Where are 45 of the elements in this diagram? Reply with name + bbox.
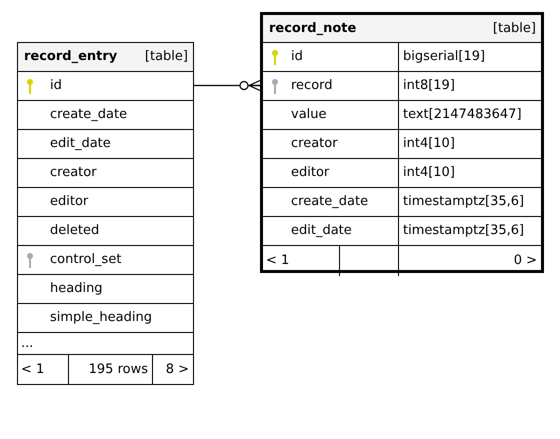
row-count-text: < 1 (21, 362, 44, 378)
table-row (263, 187, 541, 216)
table-row (263, 216, 541, 245)
column-name: creator (291, 136, 338, 152)
column-name: record (291, 78, 333, 94)
column-type: int8[19] (403, 78, 455, 94)
table-type-label: [table] (492, 20, 536, 36)
column-name: control_set (50, 252, 122, 268)
relationship-connector (194, 80, 261, 92)
table-name: record_entry (24, 49, 118, 65)
row-count-text: 8 > (166, 362, 189, 378)
table-box (260, 12, 544, 273)
table-row (263, 158, 541, 187)
table-type-label: [table] (144, 49, 188, 65)
table-box (17, 42, 194, 385)
column-name: id (50, 78, 62, 94)
row-count-text: 0 > (514, 253, 537, 269)
row-count-text: 195 rows (88, 362, 148, 378)
column-name: simple_heading (50, 310, 152, 326)
column-type: timestamptz[35,6] (403, 223, 524, 239)
column-type: bigserial[19] (403, 49, 486, 65)
column-name: editor (50, 194, 88, 210)
table-row (263, 100, 541, 129)
table-row (263, 245, 541, 276)
column-type: text[2147483647] (403, 107, 522, 123)
column-name: create_date (50, 107, 128, 123)
column-name: id (291, 49, 303, 65)
column-name: create_date (291, 194, 368, 210)
column-name: deleted (50, 223, 100, 239)
table-row (263, 129, 541, 158)
column-name: creator (50, 165, 97, 181)
column-type: int4[10] (403, 136, 455, 152)
column-name: heading (50, 281, 103, 297)
column-name: edit_date (291, 223, 352, 239)
table-row (18, 354, 193, 385)
column-type: timestamptz[35,6] (403, 194, 524, 210)
table-name: record_note (269, 20, 356, 36)
column-name: ... (21, 336, 34, 352)
column-type: int4[10] (403, 165, 455, 181)
table-row (263, 42, 541, 71)
column-name: edit_date (50, 136, 111, 152)
table-row (263, 71, 541, 100)
column-name: value (291, 107, 327, 123)
column-name: editor (291, 165, 330, 181)
row-count-text: < 1 (266, 253, 290, 269)
